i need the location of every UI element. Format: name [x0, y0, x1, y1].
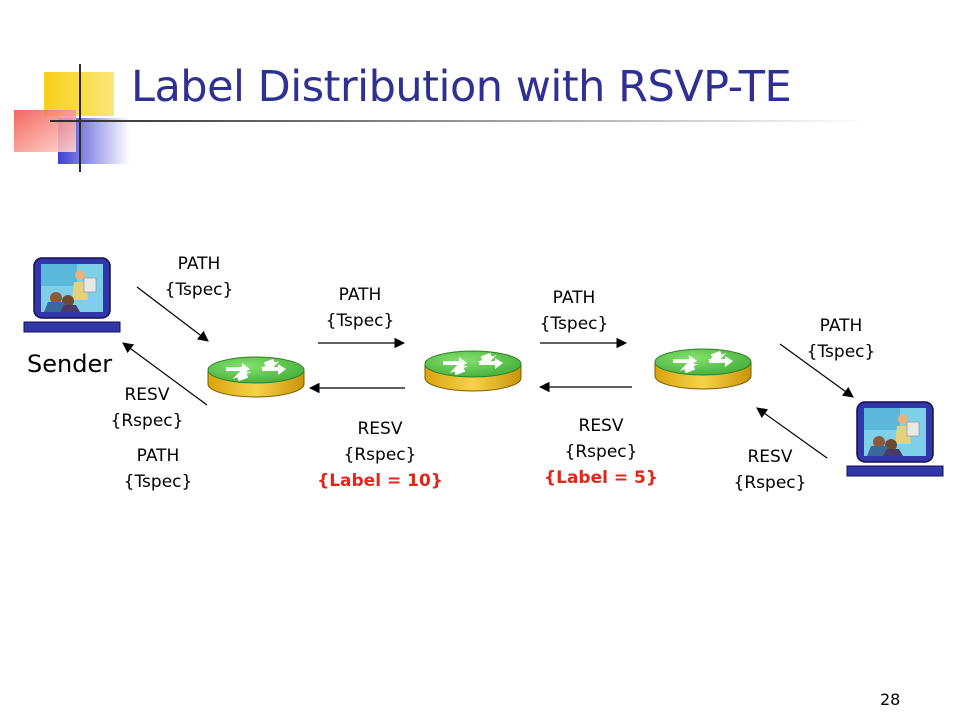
- arrow-resv-r1-sender: [122, 342, 208, 406]
- label-resv-sender: RESV {Rspec}: [110, 385, 184, 431]
- page-title: Label Distribution with RSVP-TE: [131, 62, 792, 112]
- label-path-sender: PATH {Tspec}: [164, 254, 234, 300]
- sender-label: Sender: [27, 350, 113, 378]
- arrow-resv-receiver-r3: [756, 407, 828, 459]
- label-resv-r2-r1: RESV {Rspec} {Label = 10}: [317, 416, 443, 494]
- deco-red-block: [14, 110, 76, 152]
- page-number: 28: [880, 690, 901, 709]
- router-icon: [207, 356, 305, 398]
- label-resv-r3-r2: RESV {Rspec} {Label = 5}: [544, 413, 658, 491]
- label-resv-receiver: RESV {Rspec}: [733, 447, 807, 493]
- title-underline: [50, 120, 870, 122]
- computer-icon: [23, 257, 121, 333]
- label-path-r1-r2: PATH {Tspec}: [325, 285, 395, 331]
- label-path-r3-receiver: PATH {Tspec}: [806, 316, 876, 362]
- router-icon: [424, 350, 522, 392]
- label-value-5: {Label = 5}: [544, 468, 658, 488]
- arrow-path-sender-r1: [136, 286, 209, 342]
- label-value-10: {Label = 10}: [317, 471, 443, 491]
- arrow-path-r3-receiver: [779, 343, 854, 398]
- router-icon: [654, 348, 752, 390]
- label-path-sender-2: PATH {Tspec}: [123, 446, 193, 492]
- computer-icon: [846, 401, 944, 477]
- label-path-r2-r3: PATH {Tspec}: [539, 288, 609, 334]
